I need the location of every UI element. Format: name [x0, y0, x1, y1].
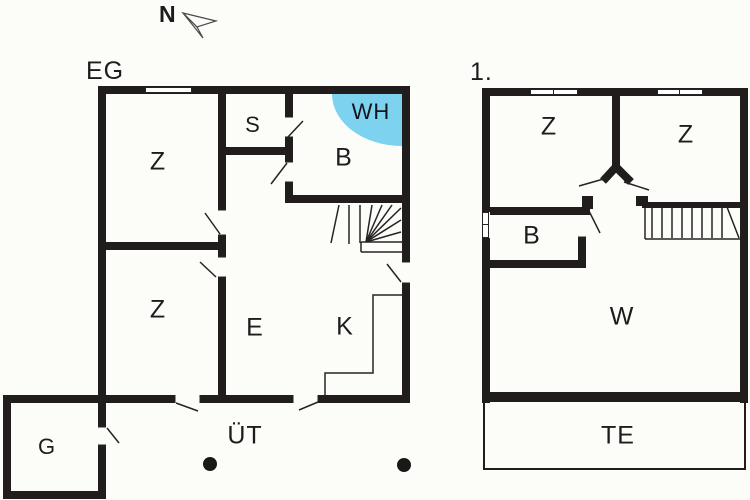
wall	[3, 491, 106, 499]
wall	[285, 137, 293, 162]
window	[145, 87, 192, 93]
room-label-k-eg: K	[336, 312, 354, 341]
wall	[98, 445, 106, 499]
room-label-s-eg: S	[245, 112, 261, 137]
wall	[218, 277, 226, 395]
wall	[636, 196, 648, 206]
wall	[482, 88, 490, 212]
wall	[482, 392, 748, 402]
room-label-w-og: W	[609, 302, 635, 331]
wall	[402, 283, 410, 403]
staircase-eg	[330, 204, 402, 253]
wall	[285, 195, 402, 203]
angled-wall-stubs-og	[600, 165, 634, 185]
room-label-z-left-og: Z	[540, 112, 558, 141]
window	[482, 212, 489, 238]
window	[657, 89, 703, 95]
north-label: N	[159, 1, 176, 27]
wall	[98, 86, 106, 403]
terrace-pillar-dot	[397, 458, 411, 472]
room-label-wh-eg: WH	[351, 99, 391, 124]
wall	[612, 96, 620, 170]
wall	[740, 88, 748, 403]
room-label-z-top-eg: Z	[149, 147, 167, 176]
wall	[200, 395, 293, 403]
door-swings-og	[578, 177, 650, 234]
upper-floor-title: 1.	[470, 58, 493, 86]
room-label-z-right-og: Z	[677, 120, 695, 149]
wall	[98, 86, 410, 94]
wall	[482, 238, 490, 403]
wall	[285, 94, 293, 117]
wall	[402, 86, 410, 262]
wall	[98, 395, 175, 403]
wall	[482, 88, 748, 96]
room-label-terrace-eg: ÜT	[227, 421, 263, 450]
room-label-b-og: B	[523, 221, 541, 250]
wall	[98, 403, 106, 427]
wall	[285, 182, 293, 196]
kitchen-counter	[324, 294, 402, 395]
wall	[582, 196, 593, 209]
staircase-og	[644, 206, 740, 240]
ground-floor-title: EG	[86, 57, 125, 85]
north-arrow-icon	[181, 11, 219, 39]
room-label-e-eg: E	[246, 313, 264, 342]
wall	[578, 237, 586, 268]
wall	[642, 202, 740, 208]
wall	[3, 395, 11, 499]
room-label-z-bottom-eg: Z	[149, 295, 167, 324]
terrace-pillar-dot	[203, 457, 217, 471]
wall	[3, 395, 106, 403]
wall	[490, 207, 590, 215]
door-swings-eg	[106, 120, 402, 444]
room-label-terrace-og: TE	[601, 421, 635, 450]
wall	[218, 147, 293, 155]
wall	[106, 242, 226, 250]
room-label-b-eg: B	[335, 143, 353, 172]
room-label-g-eg: G	[37, 434, 57, 459]
door-jambs-eg	[98, 116, 410, 446]
wall	[482, 260, 586, 268]
wall	[318, 395, 410, 403]
window	[530, 89, 578, 95]
